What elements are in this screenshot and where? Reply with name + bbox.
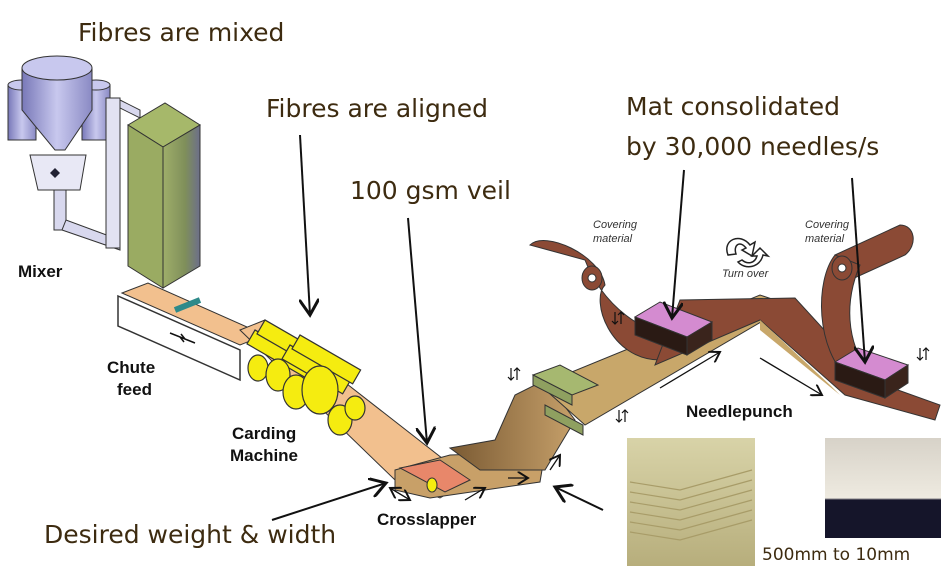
crosslapper: [394, 379, 576, 499]
arrow-aligned: [299, 134, 310, 315]
label-chute-line2: feed: [117, 380, 152, 399]
flow-arrows: [390, 352, 822, 500]
arrow-weight: [271, 483, 386, 521]
chute-feed-box: [127, 102, 201, 289]
pre-needle-boards: [531, 364, 600, 436]
label-carding-line1: Carding: [232, 424, 297, 443]
callout-fibres-mixed: Fibres are mixed: [78, 18, 285, 47]
note-covering-right-1: Covering: [805, 219, 850, 231]
chute-conveyor: [117, 282, 267, 382]
arrow-consolidated-right: [851, 177, 865, 362]
consolidated-mat-photo: [825, 438, 941, 538]
callout-fibres-aligned: Fibres are aligned: [266, 94, 489, 123]
arrow-photo: [555, 487, 604, 511]
arrow-veil: [407, 217, 427, 443]
note-covering-right-2: material: [805, 233, 845, 245]
callout-consolidated-line1: Mat consolidated: [626, 92, 840, 121]
covering-material-right: [821, 224, 914, 381]
mixer-machine: [7, 55, 141, 251]
callout-consolidated-line2: by 30,000 needles/s: [626, 132, 880, 161]
label-chute-line1: Chute: [107, 358, 156, 377]
callout-arrows: [271, 134, 865, 521]
callout-thickness: 500mm to 10mm: [762, 545, 911, 565]
note-turn-over: Turn over: [722, 268, 769, 280]
callout-veil: 100 gsm veil: [350, 176, 511, 205]
batt-photo: [627, 438, 755, 566]
note-covering-left-2: material: [593, 233, 633, 245]
callout-weight-width: Desired weight & width: [44, 520, 337, 549]
needle-motion-icons: [507, 311, 930, 423]
carding-rollers: [246, 319, 366, 436]
label-carding-line2: Machine: [230, 446, 299, 465]
note-covering-left-1: Covering: [593, 219, 638, 231]
turn-over-icon: [726, 237, 771, 268]
label-crosslapper: Crosslapper: [377, 510, 477, 529]
label-needlepunch: Needlepunch: [686, 402, 793, 421]
label-mixer: Mixer: [18, 262, 63, 281]
arrow-consolidated-left: [672, 169, 685, 318]
